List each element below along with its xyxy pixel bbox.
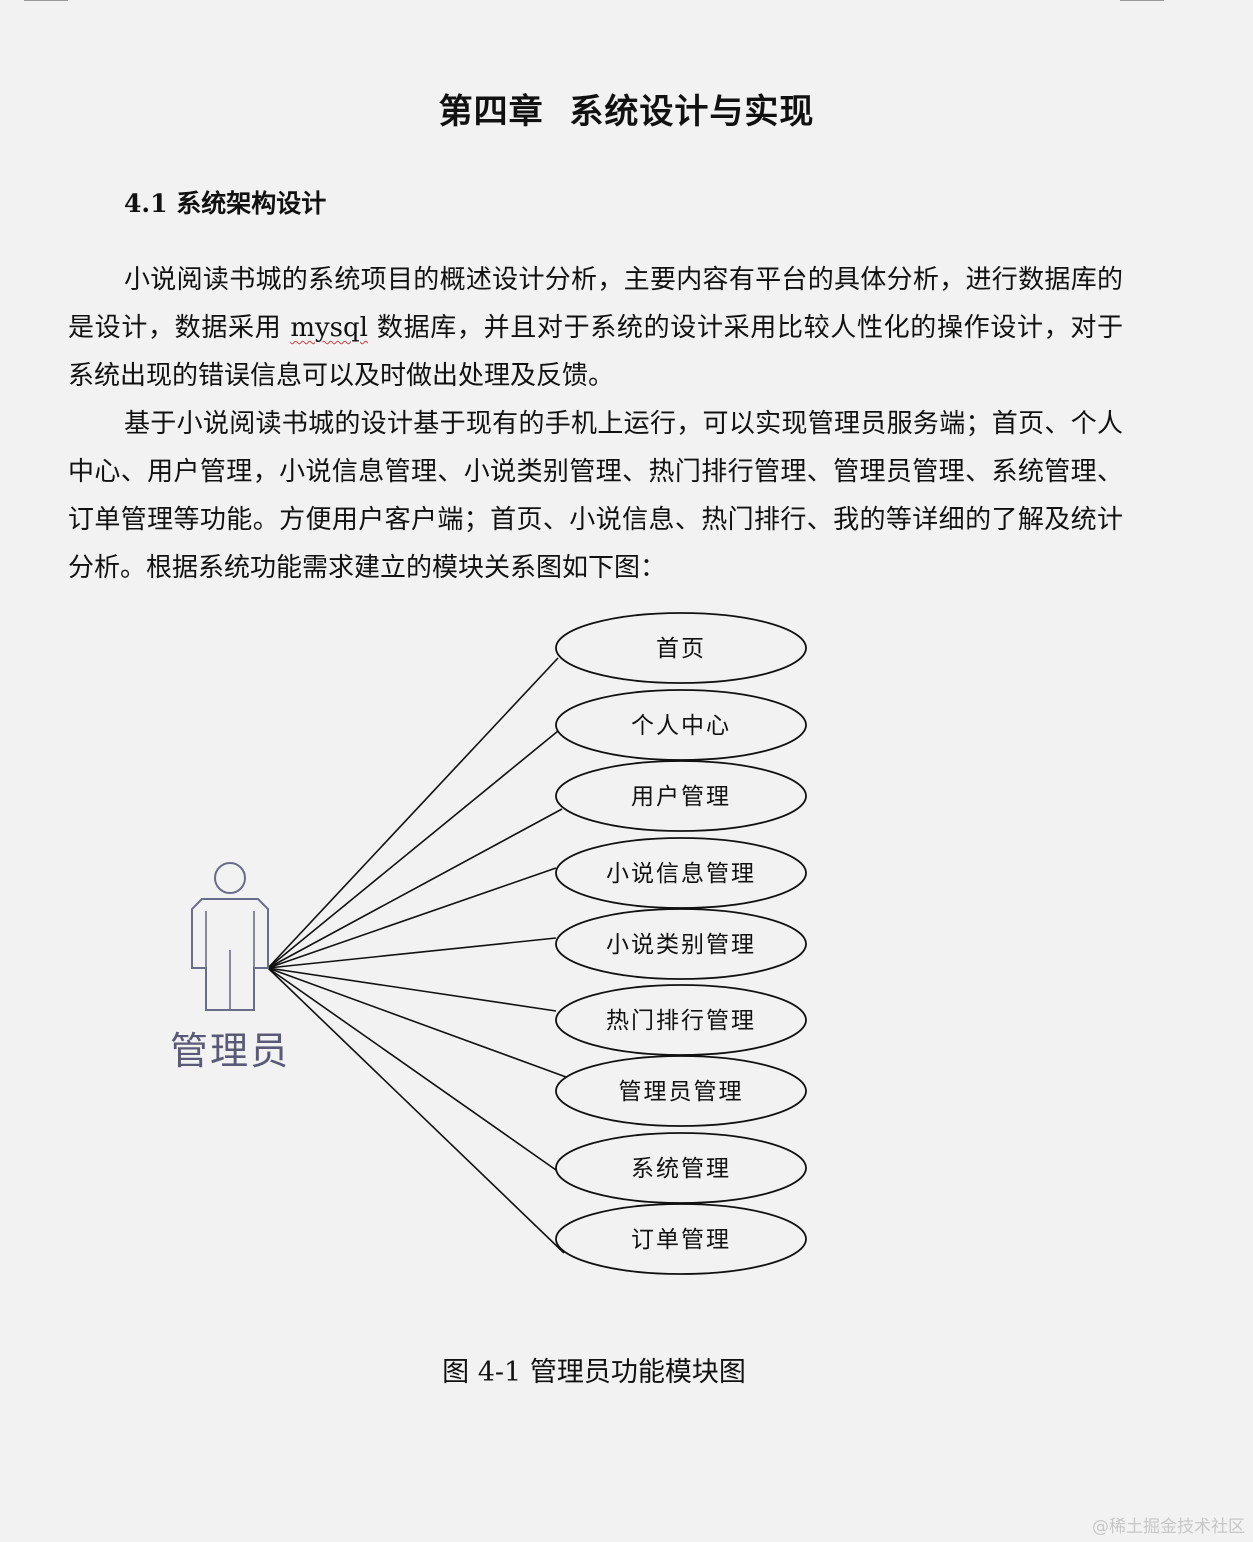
use-case-ellipse — [555, 908, 807, 980]
body-paragraph-2: 基于小说阅读书城的设计基于现有的手机上运行，可以实现管理员服务端；首页、个人中心… — [68, 409, 1123, 583]
association-line — [267, 937, 557, 969]
use-case-group: 首页个人中心用户管理小说信息管理小说类别管理热门排行管理管理员管理系统管理订单管… — [555, 612, 807, 1275]
association-line — [267, 867, 557, 969]
use-case: 热门排行管理 — [555, 984, 807, 1056]
paragraph-1-text-before: 小说阅读书城的系统项目的概述设计分析，主要内容有平台的具体分析，进行数据库的是设… — [68, 265, 1123, 343]
actor-body — [191, 898, 269, 1011]
use-case-ellipse — [555, 1203, 807, 1275]
body-paragraph-1: 小说阅读书城的系统项目的概述设计分析，主要内容有平台的具体分析，进行数据库的是设… — [68, 256, 1123, 400]
use-case: 用户管理 — [555, 760, 807, 832]
use-case: 小说信息管理 — [555, 837, 807, 909]
chapter-title: 第四章 系统设计与实现 — [438, 92, 815, 132]
actor-figure — [191, 862, 269, 1011]
use-case-label: 首页 — [656, 636, 706, 662]
use-case-label: 管理员管理 — [619, 1079, 744, 1105]
use-case: 系统管理 — [555, 1132, 807, 1204]
association-line — [267, 808, 563, 969]
page-corner-mark-left — [24, 0, 68, 4]
use-case: 订单管理 — [555, 1203, 807, 1275]
use-case-ellipse — [555, 984, 807, 1056]
association-line — [267, 967, 565, 1254]
association-line — [267, 657, 559, 969]
use-case-label: 订单管理 — [631, 1227, 731, 1253]
figure-caption: 图 4-1 管理员功能模块图 — [442, 1357, 746, 1388]
spellcheck-flagged-word: mysql — [290, 313, 368, 343]
use-case-label: 小说信息管理 — [606, 861, 756, 887]
page-corner-mark-right — [1120, 0, 1164, 4]
use-case-label: 用户管理 — [631, 784, 731, 810]
association-lines — [267, 657, 567, 1254]
use-case-ellipse — [555, 1132, 807, 1204]
use-case-ellipse — [555, 1055, 807, 1127]
use-case-ellipse — [555, 689, 807, 761]
actor-head — [214, 862, 246, 894]
paragraph-1-text-after: 数据库，并且对于系统的设计采用比较人性化的操作设计，对于系统出现的错误信息可以及… — [68, 313, 1123, 391]
watermark: @稀土掘金技术社区 — [1092, 1517, 1245, 1537]
use-case-label: 系统管理 — [631, 1156, 731, 1182]
use-case: 管理员管理 — [555, 1055, 807, 1127]
use-case-label: 热门排行管理 — [606, 1008, 756, 1034]
section-heading: 4.1 系统架构设计 — [124, 189, 327, 218]
association-line — [267, 730, 559, 969]
association-line — [267, 967, 557, 1012]
association-line — [267, 967, 557, 1171]
use-case: 首页 — [555, 612, 807, 684]
use-case: 个人中心 — [555, 689, 807, 761]
use-case-ellipse — [555, 837, 807, 909]
use-case-label: 小说类别管理 — [606, 932, 756, 958]
use-case: 小说类别管理 — [555, 908, 807, 980]
use-case-ellipse — [555, 612, 807, 684]
use-case-ellipse — [555, 760, 807, 832]
association-line — [267, 967, 567, 1078]
actor-label: 管理员 — [169, 1029, 290, 1073]
use-case-label: 个人中心 — [631, 713, 731, 739]
